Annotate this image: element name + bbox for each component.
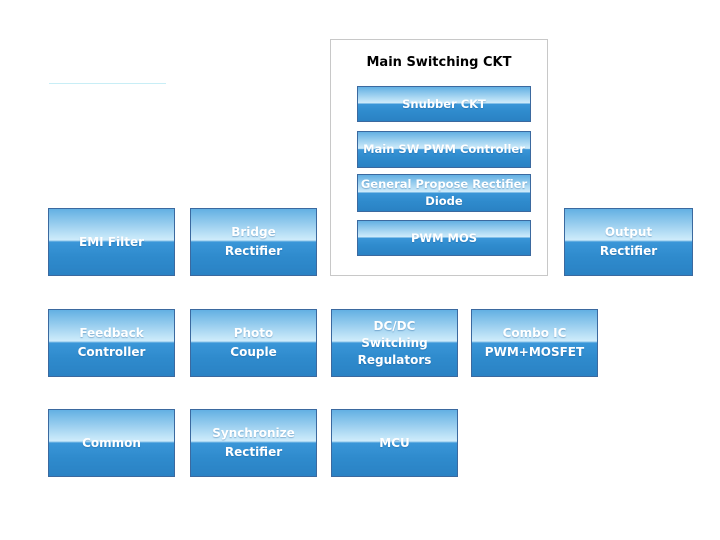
block-pwm-mos[interactable]: PWM MOS xyxy=(357,220,531,256)
block-general-propose-rectifier-diode[interactable]: General Propose Rectifier Diode xyxy=(357,174,531,212)
block-snubber-ckt[interactable]: Snubber CKT xyxy=(357,86,531,122)
accent-line xyxy=(49,83,166,84)
block-feedback-controller[interactable]: Feedback Controller xyxy=(48,309,175,377)
block-common[interactable]: Common xyxy=(48,409,175,477)
main-switching-ckt-group: Main Switching CKT Snubber CKT Main SW P… xyxy=(330,39,548,276)
block-bridge-rectifier[interactable]: Bridge Rectifier xyxy=(190,208,317,276)
group-title: Main Switching CKT xyxy=(366,55,512,70)
block-emi-filter[interactable]: EMI Filter xyxy=(48,208,175,276)
block-synchronize-rectifier[interactable]: Synchronize Rectifier xyxy=(190,409,317,477)
block-mcu[interactable]: MCU xyxy=(331,409,458,477)
block-photo-couple[interactable]: Photo Couple xyxy=(190,309,317,377)
block-dcdc-switching-regulators[interactable]: DC/DC Switching Regulators xyxy=(331,309,458,377)
block-main-sw-pwm-controller[interactable]: Main SW PWM Controller xyxy=(357,131,531,168)
block-output-rectifier[interactable]: Output Rectifier xyxy=(564,208,693,276)
block-combo-ic-pwm-mosfet[interactable]: Combo IC PWM+MOSFET xyxy=(471,309,598,377)
